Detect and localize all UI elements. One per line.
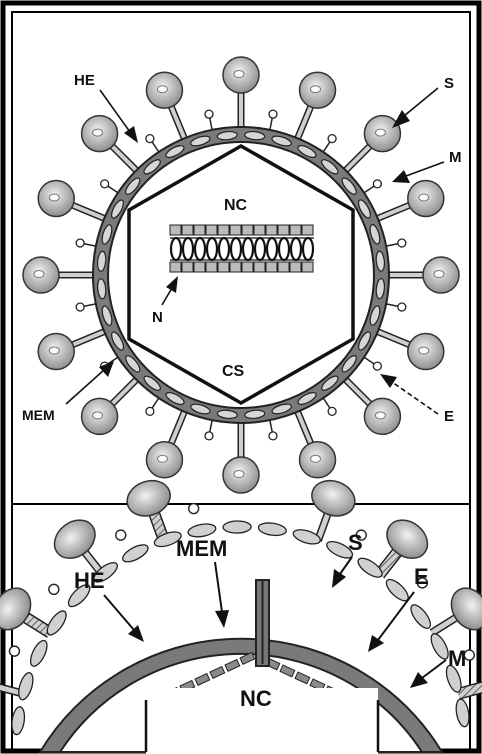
he-head: [116, 530, 126, 540]
he-head: [146, 407, 154, 415]
nc-block-top: [242, 225, 253, 235]
nc-block-top: [302, 225, 313, 235]
nc-block-top: [254, 225, 265, 235]
spike-head-core: [234, 471, 244, 478]
bottom-label-e: E: [414, 564, 429, 589]
bottom-label-mem: MEM: [176, 536, 227, 561]
bottom-label-nc: NC: [240, 686, 272, 711]
nc-block-bottom: [302, 262, 313, 272]
nc-block-top: [206, 225, 217, 235]
he-head: [269, 432, 277, 440]
label-s: S: [444, 75, 454, 92]
he-head: [189, 504, 199, 514]
spike-head-core: [157, 86, 167, 93]
spike-head-core: [311, 455, 321, 462]
nc-block-bottom: [170, 262, 181, 272]
spike-head-core: [434, 271, 444, 278]
bottom-label-he: HE: [74, 568, 105, 593]
he-head: [146, 135, 154, 143]
spike-head-core: [234, 71, 244, 78]
spike-head-core: [49, 194, 59, 201]
spike-head-core: [93, 412, 103, 419]
nc-block-bottom: [254, 262, 265, 272]
nc-block-top: [230, 225, 241, 235]
he-head: [373, 362, 381, 370]
he-head: [205, 110, 213, 118]
label-nc: NC: [224, 197, 248, 214]
spike-head-core: [311, 86, 321, 93]
nc-block-bottom: [194, 262, 205, 272]
he-head: [398, 239, 406, 247]
spike-head-core: [34, 271, 44, 278]
spike-head-core: [419, 194, 429, 201]
label-mem: MEM: [22, 407, 55, 423]
spike-head-core: [419, 347, 429, 354]
spike-head-core: [93, 129, 103, 136]
he-head: [373, 180, 381, 188]
m-protein: [223, 521, 251, 533]
label-e: E: [444, 408, 454, 425]
spike-head-core: [375, 412, 385, 419]
nc-block-bottom: [206, 262, 217, 272]
label-he: HE: [74, 72, 95, 89]
he-head: [398, 303, 406, 311]
he-head: [9, 646, 19, 656]
he-head: [76, 239, 84, 247]
nc-block-top: [182, 225, 193, 235]
he-head: [49, 584, 59, 594]
he-head: [328, 407, 336, 415]
top-virion: [23, 57, 459, 493]
nc-block-bottom: [218, 262, 229, 272]
he-head: [328, 135, 336, 143]
nc-block-top: [218, 225, 229, 235]
bottom-label-m: M: [448, 646, 466, 671]
nc-block-bottom: [242, 262, 253, 272]
nc-block-bottom: [266, 262, 277, 272]
label-n: N: [152, 309, 163, 326]
nc-block-top: [278, 225, 289, 235]
spike-head-core: [375, 129, 385, 136]
he-head: [101, 180, 109, 188]
he-head: [76, 303, 84, 311]
nc-block-top: [194, 225, 205, 235]
he-head: [205, 432, 213, 440]
nc-block-bottom: [290, 262, 301, 272]
spike-head-core: [49, 347, 59, 354]
bottom-label-s: S: [348, 530, 363, 555]
spike-head-core: [157, 455, 167, 462]
nc-block-top: [266, 225, 277, 235]
label-m: M: [449, 149, 462, 166]
he-head: [269, 110, 277, 118]
nc-block-bottom: [182, 262, 193, 272]
nc-block-bottom: [278, 262, 289, 272]
nc-block-top: [290, 225, 301, 235]
nc-block-top: [170, 225, 181, 235]
label-cs: CS: [222, 363, 245, 380]
nc-block-bottom: [230, 262, 241, 272]
